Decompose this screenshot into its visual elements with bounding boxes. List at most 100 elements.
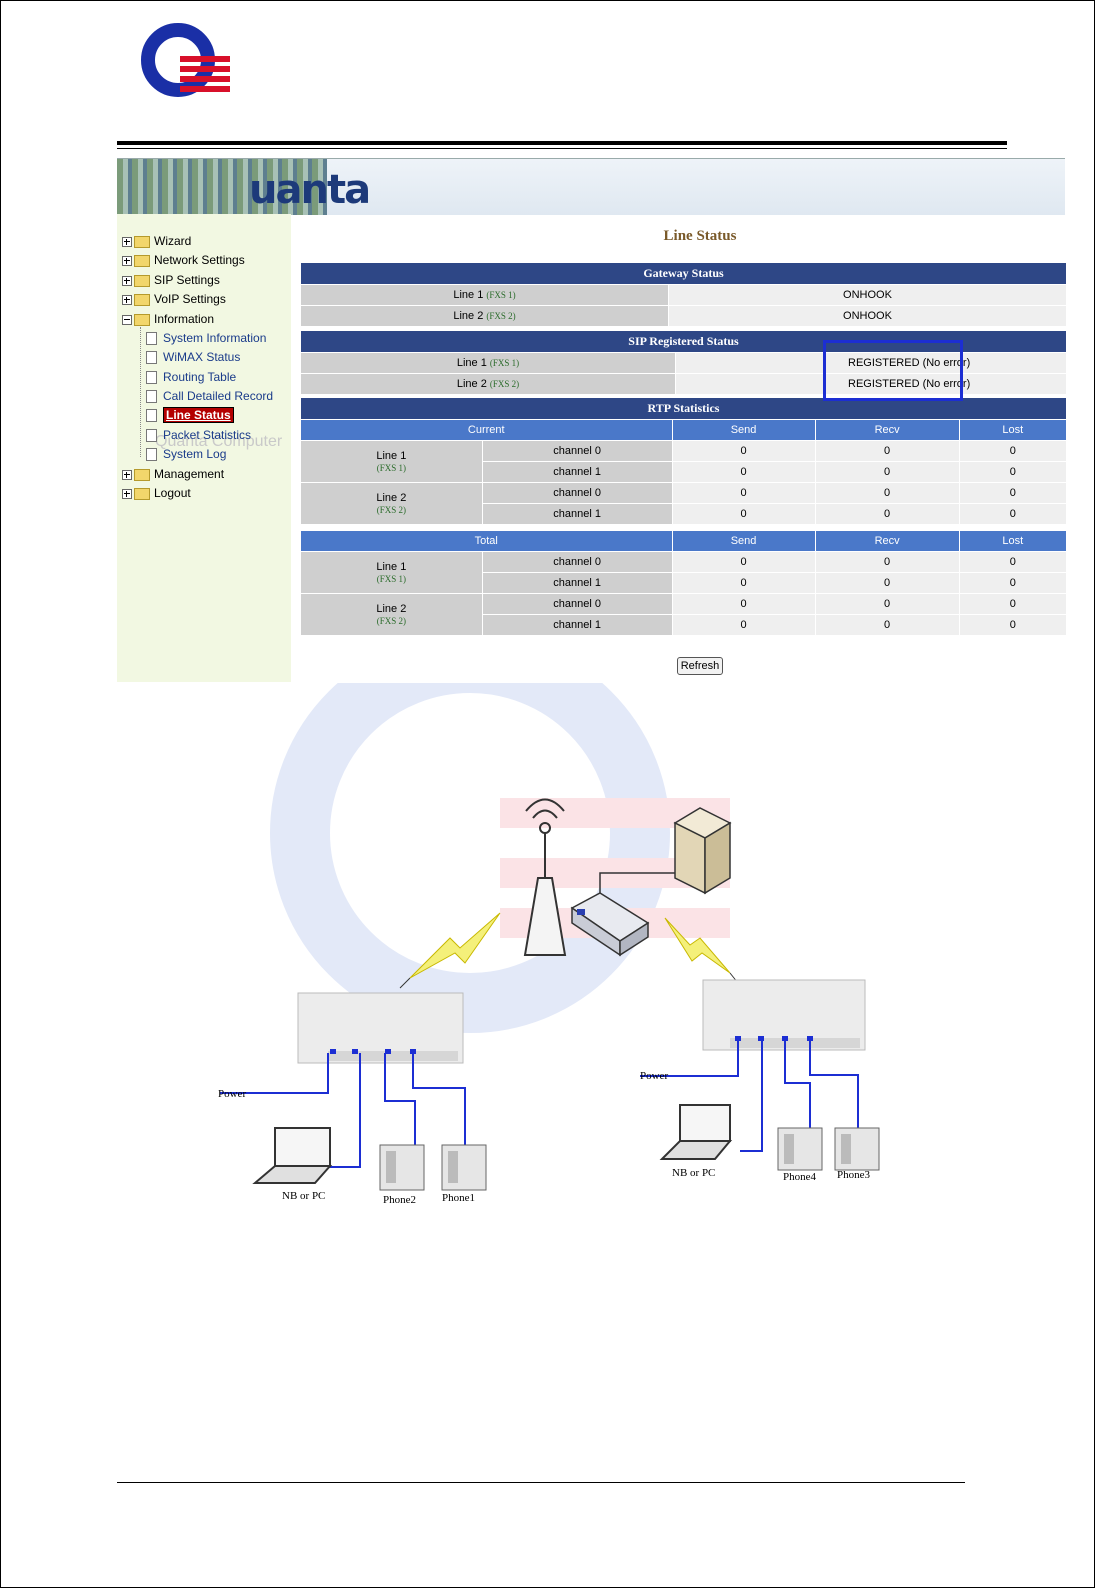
lost-value: 0 — [959, 462, 1066, 482]
line-status-value: ONHOOK — [669, 306, 1066, 326]
send-value: 0 — [672, 615, 815, 635]
fxs-label: (FXS 2) — [376, 615, 406, 626]
sidebar-item-call-detailed-record[interactable]: Call Detailed Record — [146, 389, 274, 404]
page-icon — [146, 390, 157, 404]
phone-icon — [834, 1127, 880, 1171]
channel-label: channel 0 — [482, 441, 672, 461]
send-value: 0 — [672, 441, 815, 461]
recv-value: 0 — [815, 441, 959, 461]
lost-value: 0 — [959, 615, 1066, 635]
sidebar-item-line-status[interactable]: Line Status — [146, 407, 234, 423]
company-logo — [141, 23, 230, 97]
channel-label: channel 0 — [482, 594, 672, 614]
sidebar — [117, 214, 291, 682]
collapse-icon[interactable] — [122, 314, 132, 325]
sidebar-item-logout[interactable]: Logout — [122, 486, 191, 500]
table-row: channel 1 0 0 0 — [301, 462, 1066, 482]
channel-label: channel 1 — [482, 573, 672, 593]
table-row: channel 1 0 0 0 — [301, 615, 1066, 635]
channel-label: channel 1 — [482, 615, 672, 635]
laptop-icon — [252, 1127, 333, 1184]
line-name: Line 1 — [376, 560, 407, 573]
gateway-status-table: Gateway Status Line 1 (FXS 1) ONHOOK Lin… — [300, 262, 1067, 327]
blank-cell — [676, 374, 823, 394]
page-icon — [146, 409, 157, 423]
send-value: 0 — [672, 504, 815, 524]
send-value: 0 — [672, 552, 815, 572]
nb-pc-label-right: NB or PC — [672, 1167, 715, 1179]
fxs-label: (FXS 2) — [376, 504, 406, 515]
sidebar-item-system-information[interactable]: System Information — [146, 331, 266, 346]
sidebar-item-routing-table[interactable]: Routing Table — [146, 370, 237, 385]
lost-value: 0 — [959, 441, 1066, 461]
lost-header: Lost — [959, 420, 1066, 440]
expand-icon[interactable] — [122, 488, 132, 499]
expand-icon[interactable] — [122, 255, 132, 266]
sidebar-item-sip-settings[interactable]: SIP Settings — [122, 273, 220, 287]
fxs-label: (FXS 2) — [489, 379, 520, 389]
base-station-icon — [523, 798, 567, 956]
expand-icon[interactable] — [122, 275, 132, 286]
wireless-link-icon — [664, 917, 731, 974]
sidebar-item-wizard[interactable]: Wizard — [122, 234, 191, 248]
recv-value: 0 — [815, 483, 959, 503]
table-row: Line 1(FXS 1) channel 0 0 0 0 — [301, 552, 1066, 593]
expand-icon[interactable] — [122, 469, 132, 480]
lost-value: 0 — [959, 594, 1066, 614]
phone3-label: Phone3 — [837, 1169, 871, 1181]
recv-value: 0 — [815, 594, 959, 614]
channel-label: channel 0 — [482, 552, 672, 572]
watermark-text: Quanta Computer — [155, 433, 283, 450]
sidebar-item-label: Routing Table — [163, 370, 237, 384]
fxs-label: (FXS 1) — [486, 290, 516, 300]
wireless-link-icon — [409, 912, 501, 979]
send-header: Send — [672, 531, 815, 551]
page-title: Line Status — [663, 228, 737, 244]
sidebar-item-label: VoIP Settings — [154, 292, 226, 306]
line-label: Line 2 (FXS 2) — [301, 306, 668, 326]
banner-image — [117, 159, 327, 215]
logo-watermark — [270, 683, 670, 1033]
sip-status-highlight-box — [823, 340, 963, 401]
line-label: Line 1(FXS 1) — [301, 552, 482, 593]
page-icon — [146, 448, 157, 462]
rtp-statistics-table: RTP Statistics Current Send Recv Lost Li… — [300, 397, 1067, 525]
sidebar-item-network-settings[interactable]: Network Settings — [122, 253, 245, 267]
fxs-label: (FXS 1) — [376, 462, 406, 473]
sidebar-item-label: System Log — [163, 447, 227, 461]
channel-label: channel 0 — [482, 483, 672, 503]
sidebar-item-label: Network Settings — [154, 253, 245, 267]
page-icon — [146, 332, 157, 346]
sidebar-item-management[interactable]: Management — [122, 467, 224, 481]
lost-value: 0 — [959, 504, 1066, 524]
sidebar-item-label: WiMAX Status — [163, 350, 241, 364]
sidebar-item-wimax-status[interactable]: WiMAX Status — [146, 350, 241, 365]
expand-icon[interactable] — [122, 294, 132, 305]
sidebar-item-label: Logout — [154, 486, 191, 500]
refresh-button[interactable]: Refresh — [677, 657, 723, 675]
table-row: Line 2 (FXS 2) ONHOOK — [301, 306, 1066, 326]
expand-icon[interactable] — [122, 236, 132, 247]
sidebar-item-label: Management — [154, 467, 225, 481]
gateway-status-header: Gateway Status — [301, 263, 1066, 284]
sidebar-item-label: SIP Settings — [154, 273, 220, 287]
sidebar-item-voip-settings[interactable]: VoIP Settings — [122, 292, 226, 306]
recv-header: Recv — [815, 531, 959, 551]
channel-label: channel 1 — [482, 504, 672, 524]
sidebar-item-packet-statistics[interactable]: Packet Statistics — [146, 428, 251, 443]
sip-status-value: REGISTERED (No error) — [824, 374, 1066, 394]
sidebar-item-label: Call Detailed Record — [163, 389, 274, 403]
sidebar-item-information[interactable]: Information — [122, 312, 214, 326]
fxs-label: (FXS 2) — [486, 311, 516, 321]
sip-registered-table: SIP Registered Status Line 1 (FXS 1) REG… — [300, 330, 1067, 395]
line-label: Line 1(FXS 1) — [301, 441, 482, 482]
line-name: Line 2 — [376, 602, 407, 615]
sidebar-item-system-log[interactable]: System Log — [146, 447, 227, 462]
folder-icon — [134, 487, 150, 500]
phone-icon — [379, 1144, 425, 1191]
folder-icon — [134, 235, 150, 248]
fxs-label: (FXS 1) — [489, 358, 520, 368]
recv-value: 0 — [815, 462, 959, 482]
sidebar-item-label: Wizard — [154, 234, 192, 248]
lost-header: Lost — [959, 531, 1066, 551]
